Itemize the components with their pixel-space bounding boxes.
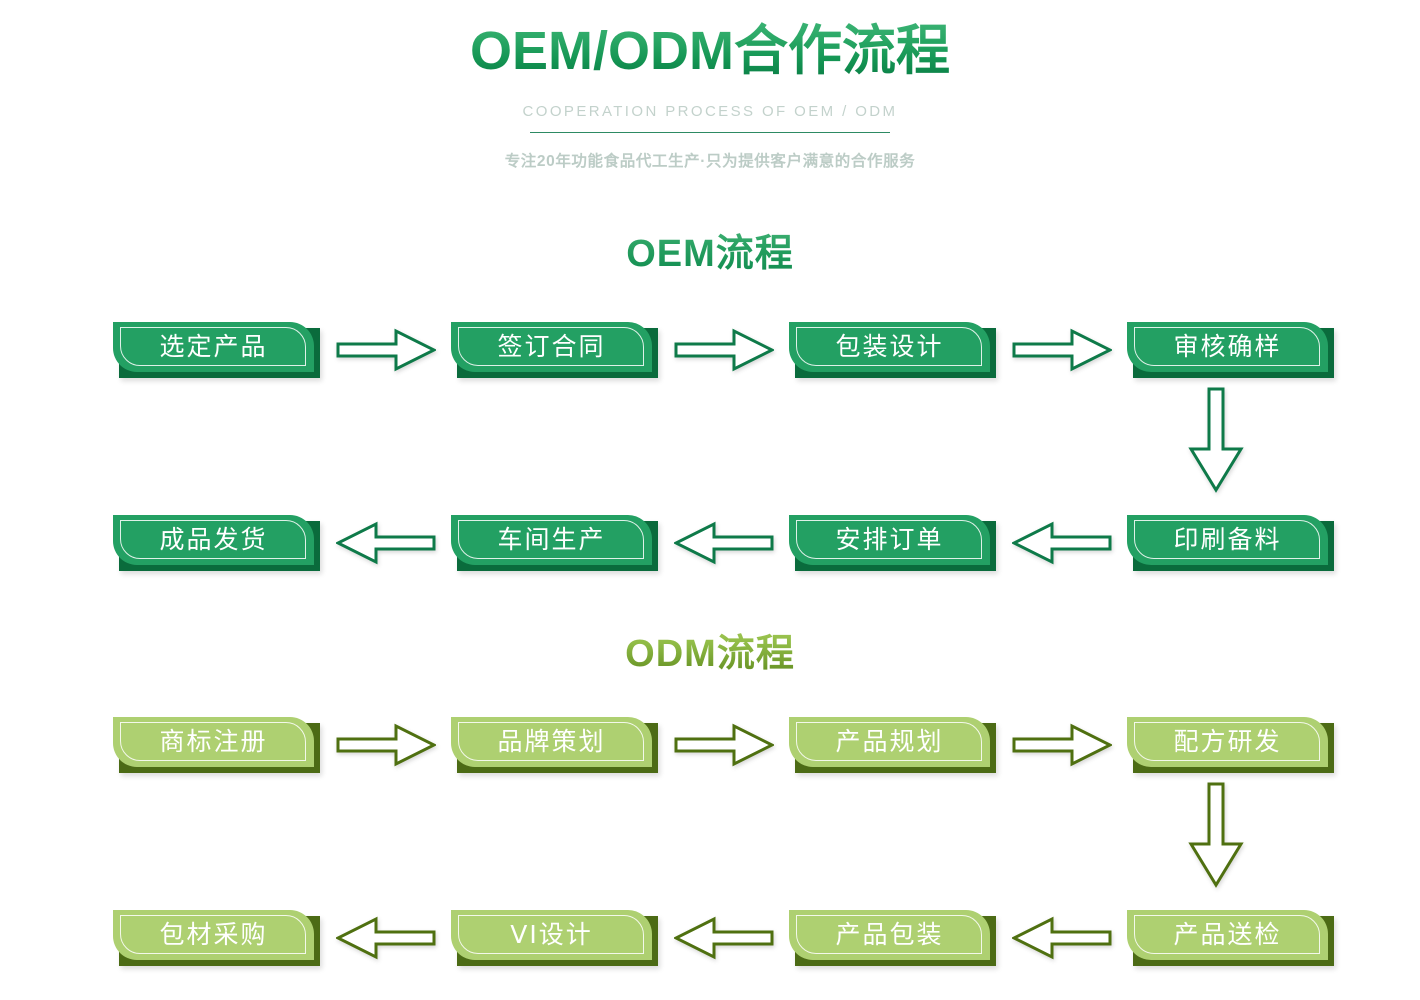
step-face — [789, 322, 990, 372]
step-odm-packaging-procurement[interactable]: 包材采购 — [113, 910, 320, 966]
step-label: 车间生产 — [497, 525, 606, 554]
arrow-left-icon — [658, 508, 789, 578]
step-face — [451, 910, 652, 960]
arrow-right-icon — [996, 315, 1127, 385]
step-face — [1127, 717, 1328, 767]
step-oem-package-design[interactable]: 包装设计 — [789, 322, 996, 378]
step-odm-formula-rd[interactable]: 配方研发 — [1127, 717, 1334, 773]
header-divider — [530, 132, 890, 134]
section-title-oem-wrap: OEM流程 — [0, 222, 1420, 277]
step-face — [789, 515, 990, 565]
step-odm-product-planning[interactable]: 产品规划 — [789, 717, 996, 773]
step-oem-arrange-order[interactable]: 安排订单 — [789, 515, 996, 571]
step-face — [789, 717, 990, 767]
step-label: 选定产品 — [159, 332, 268, 361]
step-face — [113, 515, 314, 565]
step-label: 产品规划 — [835, 727, 944, 756]
step-odm-brand-planning[interactable]: 品牌策划 — [451, 717, 658, 773]
arrow-down-icon — [1186, 781, 1246, 889]
arrow-right-icon — [658, 710, 789, 780]
step-label: 品牌策划 — [497, 727, 606, 756]
step-label: 配方研发 — [1173, 727, 1282, 756]
arrow-right-icon — [658, 315, 789, 385]
step-oem-workshop-production[interactable]: 车间生产 — [451, 515, 658, 571]
step-face — [1127, 322, 1328, 372]
step-label: 印刷备料 — [1173, 525, 1282, 554]
page-header: OEM/ODM合作流程 COOPERATION PROCESS OF OEM /… — [0, 0, 1420, 171]
step-oem-ship-goods[interactable]: 成品发货 — [113, 515, 320, 571]
oem-row-2: 成品发货 车间生产 安排订单 — [0, 508, 1420, 578]
step-face — [451, 515, 652, 565]
arrow-right-icon — [320, 315, 451, 385]
section-title-odm: ODM流程 — [625, 622, 795, 677]
arrow-down-icon — [1186, 386, 1246, 494]
step-label: 审核确样 — [1173, 332, 1282, 361]
step-odm-trademark-registration[interactable]: 商标注册 — [113, 717, 320, 773]
step-label: 产品送检 — [1173, 920, 1282, 949]
sub-en-wrap: COOPERATION PROCESS OF OEM / ODM — [0, 81, 1420, 128]
step-oem-review-sample[interactable]: 审核确样 — [1127, 322, 1334, 378]
arrow-left-icon — [320, 508, 451, 578]
arrow-right-icon — [320, 710, 451, 780]
subtitle-chinese: 专注20年功能食品代工生产·只为提供客户满意的合作服务 — [504, 153, 916, 171]
step-face — [113, 717, 314, 767]
step-face — [113, 910, 314, 960]
arrow-left-icon — [996, 903, 1127, 973]
step-face — [1127, 515, 1328, 565]
step-oem-print-materials[interactable]: 印刷备料 — [1127, 515, 1334, 571]
step-label: 商标注册 — [159, 727, 268, 756]
step-label: 包装设计 — [835, 332, 944, 361]
step-label: 签订合同 — [497, 332, 606, 361]
section-title-odm-wrap: ODM流程 — [0, 622, 1420, 677]
step-face — [451, 322, 652, 372]
step-label: 安排订单 — [835, 525, 944, 554]
step-face — [113, 322, 314, 372]
arrow-left-icon — [996, 508, 1127, 578]
step-face — [451, 717, 652, 767]
subtitle-english: COOPERATION PROCESS OF OEM / ODM — [522, 103, 898, 121]
step-label: VI设计 — [510, 920, 593, 949]
section-title-oem: OEM流程 — [626, 222, 794, 277]
step-odm-product-inspection[interactable]: 产品送检 — [1127, 910, 1334, 966]
step-oem-select-product[interactable]: 选定产品 — [113, 322, 320, 378]
step-face — [1127, 910, 1328, 960]
step-oem-sign-contract[interactable]: 签订合同 — [451, 322, 658, 378]
arrow-right-icon — [996, 710, 1127, 780]
arrow-left-icon — [320, 903, 451, 973]
odm-row-1: 商标注册 品牌策划 产品规划 — [0, 710, 1420, 780]
page-title: OEM/ODM合作流程 — [470, 21, 950, 81]
arrow-left-icon — [658, 903, 789, 973]
odm-row-2: 包材采购 VI设计 产品包装 — [0, 903, 1420, 973]
step-odm-vi-design[interactable]: VI设计 — [451, 910, 658, 966]
step-face — [789, 910, 990, 960]
step-label: 包材采购 — [159, 920, 268, 949]
main-title-wrap: OEM/ODM合作流程 — [0, 21, 1420, 81]
step-label: 成品发货 — [159, 525, 268, 554]
oem-row-1: 选定产品 签订合同 包装设计 — [0, 315, 1420, 385]
step-odm-product-packaging[interactable]: 产品包装 — [789, 910, 996, 966]
step-label: 产品包装 — [835, 920, 944, 949]
